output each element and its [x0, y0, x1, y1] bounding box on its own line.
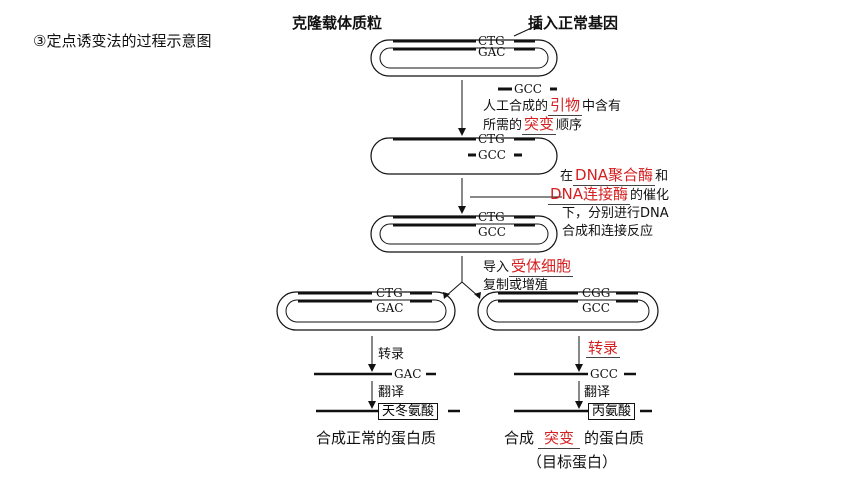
primer-answer: 引物	[548, 96, 583, 116]
alanine-box: 丙氨酸	[588, 403, 636, 420]
plasmid-2-outer	[370, 137, 558, 175]
primer-note-pre: 人工合成的	[483, 99, 549, 114]
seq-gcc-3: GCC	[478, 225, 506, 239]
seq-gac-1: GAC	[478, 45, 506, 59]
primer-note2-post: 顺序	[556, 118, 583, 133]
primer-note-line2: 所需的突变顺序	[483, 115, 583, 135]
recipient-cell-answer: 受体细胞	[509, 257, 574, 277]
target-protein-label: （目标蛋白）	[527, 453, 618, 471]
plasmid-3-outer	[370, 215, 558, 253]
enzyme-note-pre: 在	[560, 169, 574, 184]
plasmid-4-outer	[276, 291, 456, 331]
ligase-answer: DNA连接酶	[548, 185, 631, 205]
translate-left: 翻译	[378, 385, 405, 400]
polymerase-answer: DNA聚合酶	[573, 166, 656, 186]
import-note: 导入受体细胞	[483, 257, 574, 277]
import-pre: 导入	[483, 260, 510, 275]
normal-protein-label: 合成正常的蛋白质	[316, 429, 437, 447]
transcribe-left: 转录	[378, 347, 405, 362]
translate-right: 翻译	[584, 385, 611, 400]
plasmid-1-inner	[379, 47, 549, 69]
seq-ctg-1: CTG	[478, 34, 505, 48]
mrna-gcc: GCC	[590, 367, 618, 381]
mutant-protein-label: 合成突变的蛋白质	[504, 429, 645, 449]
seq-ctg-4: CTG	[376, 286, 403, 300]
replicate-note: 复制或增殖	[483, 278, 549, 293]
seq-ctg-3: CTG	[478, 210, 505, 224]
plasmid-label: 克隆载体质粒	[292, 14, 383, 32]
plasmid-5-outer	[477, 291, 659, 331]
mutant-pre: 合成	[504, 429, 535, 447]
plasmid-5-inner	[486, 299, 650, 323]
plasmid-1-outer	[370, 39, 558, 77]
plasmid-3-inner	[379, 223, 549, 245]
aspartate-box: 天冬氨酸	[378, 403, 439, 420]
insert-gene-label: 插入正常基因	[528, 14, 619, 32]
seq-gcc-5: GCC	[582, 301, 610, 315]
enzyme-note-line4: 合成和连接反应	[562, 224, 654, 239]
seq-ctg-2: CTG	[478, 132, 505, 146]
mrna-gac: GAC	[394, 367, 422, 381]
enzyme-note-line3: 下，分别进行DNA	[562, 206, 669, 221]
mutant-post: 的蛋白质	[584, 429, 645, 447]
plasmid-4-inner	[285, 299, 447, 323]
mutant-answer: 突变	[538, 429, 581, 449]
primer-seq: GCC	[514, 82, 542, 96]
primer-note-post: 中含有	[582, 99, 622, 114]
enzyme-note2-post: 的催化	[630, 188, 670, 203]
enzyme-note-line2: DNA连接酶的催化	[548, 185, 670, 205]
seq-cgg-5: CGG	[582, 286, 611, 300]
primer-note2-pre: 所需的	[483, 118, 523, 133]
page-title: ③定点诱变法的过程示意图	[33, 32, 212, 50]
seq-gac-4: GAC	[376, 301, 404, 315]
transcribe-answer: 转录	[586, 339, 621, 358]
seq-gcc-2: GCC	[478, 148, 506, 162]
mutation-answer: 突变	[522, 115, 557, 135]
enzyme-note-post: 和	[655, 169, 669, 184]
primer-note-line1: 人工合成的引物中含有	[483, 96, 622, 116]
